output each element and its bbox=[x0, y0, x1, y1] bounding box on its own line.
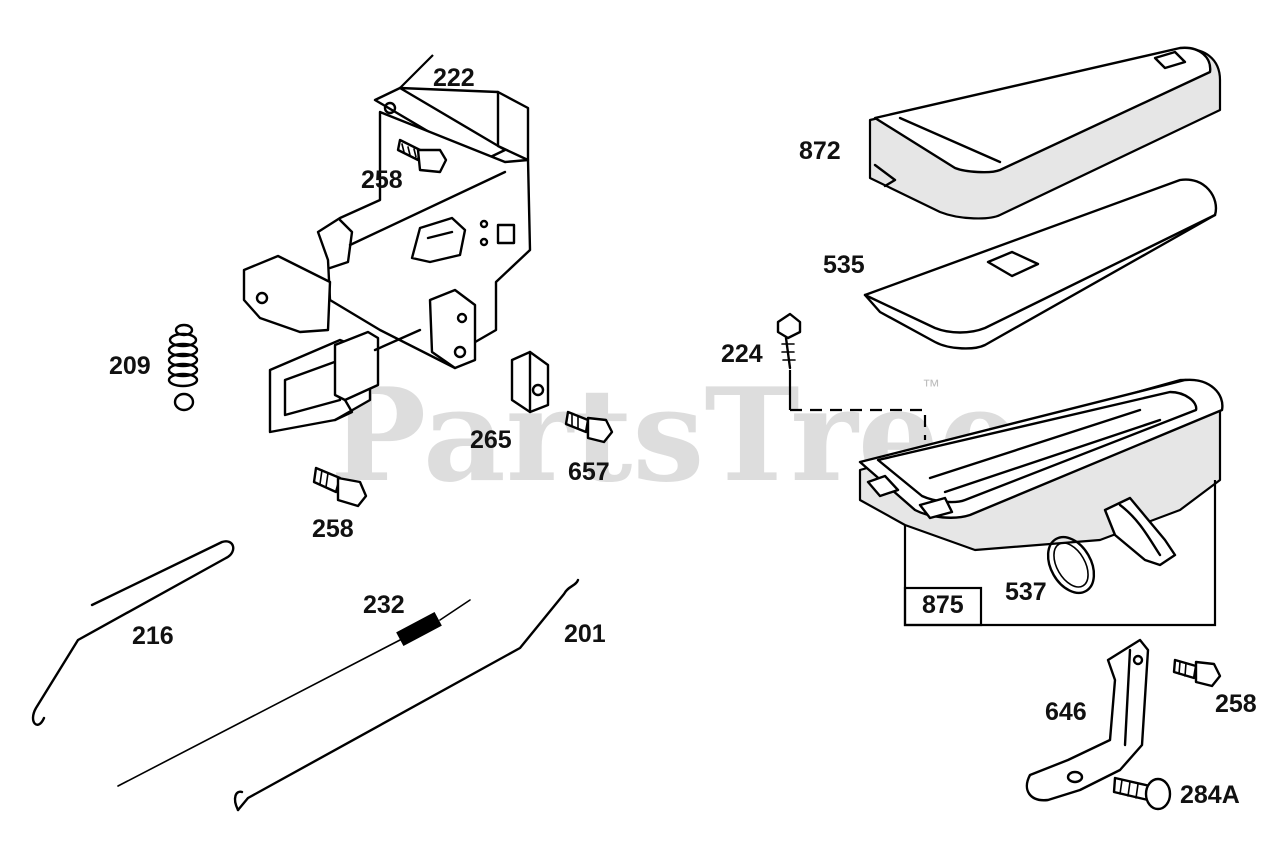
callout-258-top: 258 bbox=[361, 166, 403, 194]
screw-657-part[interactable] bbox=[564, 410, 614, 444]
dashed-leader-224 bbox=[790, 408, 927, 440]
control-bracket-part[interactable] bbox=[242, 86, 532, 434]
callout-216: 216 bbox=[132, 622, 174, 650]
watermark-trademark: ™ bbox=[922, 376, 940, 396]
bracket-line-875 bbox=[903, 480, 1217, 627]
rod-201-part[interactable] bbox=[233, 578, 580, 812]
callout-265: 265 bbox=[470, 426, 512, 454]
callout-535: 535 bbox=[823, 251, 865, 279]
callout-284A: 284A bbox=[1180, 781, 1240, 809]
clip-265-part[interactable] bbox=[510, 350, 550, 414]
callout-209: 209 bbox=[109, 352, 151, 380]
callout-232: 232 bbox=[363, 591, 405, 619]
callout-657: 657 bbox=[568, 458, 610, 486]
air-cleaner-cover-872-part[interactable] bbox=[868, 46, 1222, 220]
spring-209-part[interactable] bbox=[167, 323, 199, 412]
filter-535-part[interactable] bbox=[863, 178, 1218, 350]
callout-872: 872 bbox=[799, 137, 841, 165]
callout-258-mid: 258 bbox=[312, 515, 354, 543]
screw-258-right-part[interactable] bbox=[1172, 658, 1222, 688]
callout-box-875 bbox=[903, 586, 983, 627]
air-cleaner-base-875-part[interactable] bbox=[858, 378, 1224, 567]
callout-875: 875 bbox=[922, 591, 964, 619]
o-ring-537-part[interactable] bbox=[1039, 529, 1104, 601]
callout-537: 537 bbox=[1005, 578, 1047, 606]
callout-201: 201 bbox=[564, 620, 606, 648]
callout-224: 224 bbox=[721, 340, 763, 368]
bolt-224-part[interactable] bbox=[776, 312, 802, 370]
bracket-646-part[interactable] bbox=[1025, 638, 1150, 802]
leader-222 bbox=[399, 54, 434, 89]
callout-258-right: 258 bbox=[1215, 690, 1257, 718]
screw-284A-part[interactable] bbox=[1112, 776, 1172, 811]
callout-222: 222 bbox=[433, 64, 475, 92]
callout-646: 646 bbox=[1045, 698, 1087, 726]
screw-258-mid-part[interactable] bbox=[312, 466, 368, 508]
rod-216-part[interactable] bbox=[31, 540, 235, 726]
screw-258-top-part[interactable] bbox=[396, 138, 448, 174]
spring-link-232-part[interactable] bbox=[117, 599, 471, 787]
